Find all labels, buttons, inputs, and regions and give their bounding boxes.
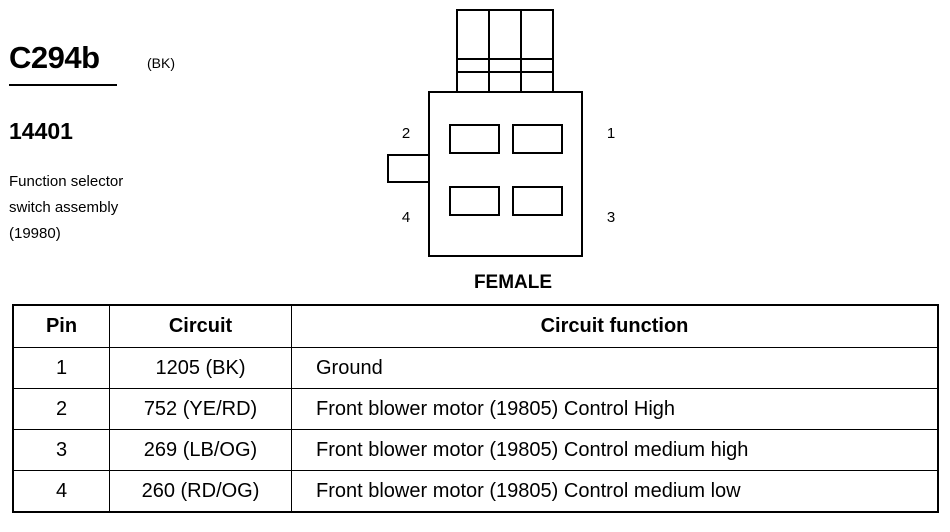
connector-gender-label: FEMALE bbox=[473, 272, 553, 293]
pin-label-3: 3 bbox=[607, 209, 615, 226]
table-row: 3 269 (LB/OG) Front blower motor (19805)… bbox=[12, 429, 939, 471]
connector-id: C294b bbox=[9, 40, 100, 75]
pin-table: Pin Circuit Circuit function 1 1205 (BK)… bbox=[12, 304, 939, 513]
cell-pin: 3 bbox=[12, 429, 110, 471]
locking-tab bbox=[387, 154, 430, 183]
pin-cavity-4 bbox=[449, 186, 500, 216]
cell-function: Front blower motor (19805) Control mediu… bbox=[291, 470, 939, 513]
table-row: 1 1205 (BK) Ground bbox=[12, 347, 939, 389]
pin-label-4: 4 bbox=[402, 209, 410, 226]
pin-cavity-1 bbox=[512, 124, 563, 154]
cell-pin: 4 bbox=[12, 470, 110, 513]
cell-circuit: 1205 (BK) bbox=[109, 347, 292, 389]
part-number: 14401 bbox=[9, 118, 73, 144]
header-circuit-function: Circuit function bbox=[291, 304, 939, 348]
connector-color: (BK) bbox=[147, 55, 175, 71]
connector-diagram: 2 1 4 3 bbox=[387, 9, 615, 257]
header-circuit: Circuit bbox=[109, 304, 292, 348]
pin-cavity-2 bbox=[449, 124, 500, 154]
cell-circuit: 269 (LB/OG) bbox=[109, 429, 292, 471]
table-row: 4 260 (RD/OG) Front blower motor (19805)… bbox=[12, 470, 939, 513]
cell-function: Ground bbox=[291, 347, 939, 389]
description-line-2: switch assembly bbox=[9, 199, 119, 216]
harness-frame bbox=[456, 9, 554, 97]
wire-harness bbox=[456, 9, 554, 97]
table-row: 2 752 (YE/RD) Front blower motor (19805)… bbox=[12, 388, 939, 430]
connector-id-underline bbox=[9, 84, 117, 86]
cell-pin: 1 bbox=[12, 347, 110, 389]
cell-function: Front blower motor (19805) Control High bbox=[291, 388, 939, 430]
description-line-3: (19980) bbox=[9, 225, 61, 242]
cell-circuit: 752 (YE/RD) bbox=[109, 388, 292, 430]
cell-pin: 2 bbox=[12, 388, 110, 430]
connector-body bbox=[428, 91, 583, 257]
pin-label-1: 1 bbox=[607, 125, 615, 142]
cell-function: Front blower motor (19805) Control mediu… bbox=[291, 429, 939, 471]
table-header-row: Pin Circuit Circuit function bbox=[12, 304, 939, 348]
description-line-1: Function selector bbox=[9, 173, 124, 190]
cell-circuit: 260 (RD/OG) bbox=[109, 470, 292, 513]
header-pin: Pin bbox=[12, 304, 110, 348]
pin-label-2: 2 bbox=[402, 125, 410, 142]
pin-cavity-3 bbox=[512, 186, 563, 216]
